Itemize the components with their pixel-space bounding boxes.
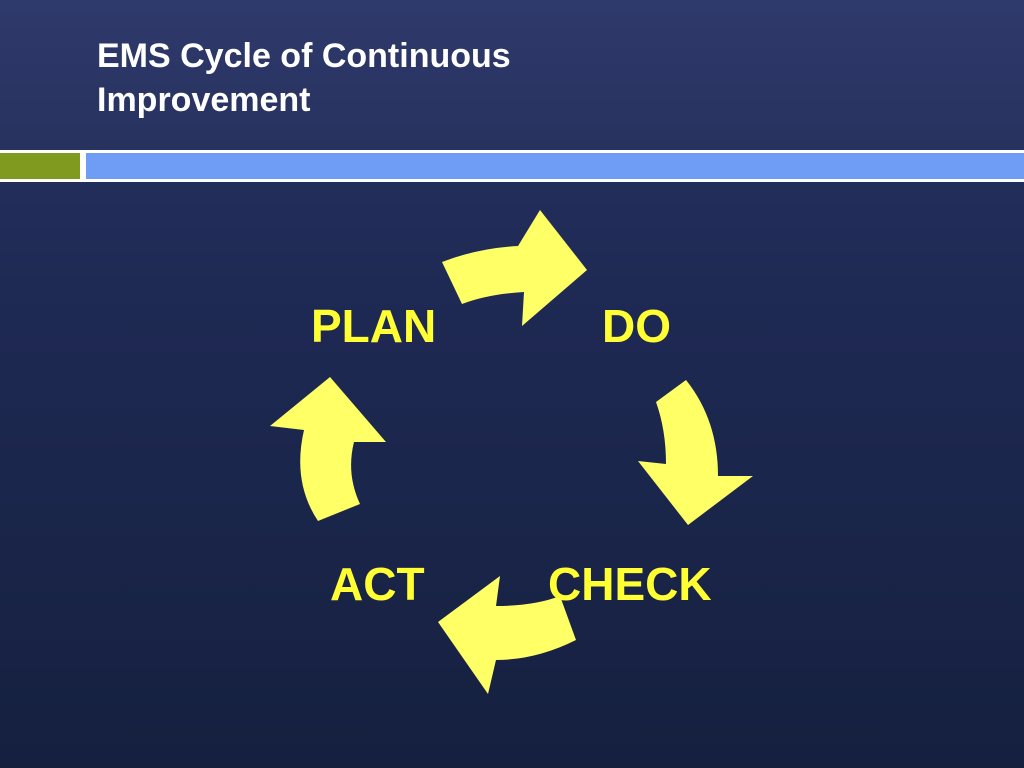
slide-title: EMS Cycle of Continuous Improvement <box>97 37 511 119</box>
stage-label-check: CHECK <box>548 558 712 610</box>
arrow-plan-to-do <box>442 210 587 326</box>
stage-label-plan: PLAN <box>311 300 437 352</box>
accent-bar-green <box>0 153 80 179</box>
rule-bottom <box>0 179 1024 182</box>
arrow-act-to-plan <box>270 377 386 521</box>
rule-top <box>0 150 1024 153</box>
title-area <box>0 0 1024 150</box>
stage-label-do: DO <box>602 300 671 352</box>
accent-bar-gap <box>80 153 86 179</box>
arrow-check-to-act <box>438 576 576 694</box>
accent-bar-blue <box>86 153 1024 179</box>
arrow-do-to-check <box>638 380 753 525</box>
stage-label-act: ACT <box>330 558 425 610</box>
